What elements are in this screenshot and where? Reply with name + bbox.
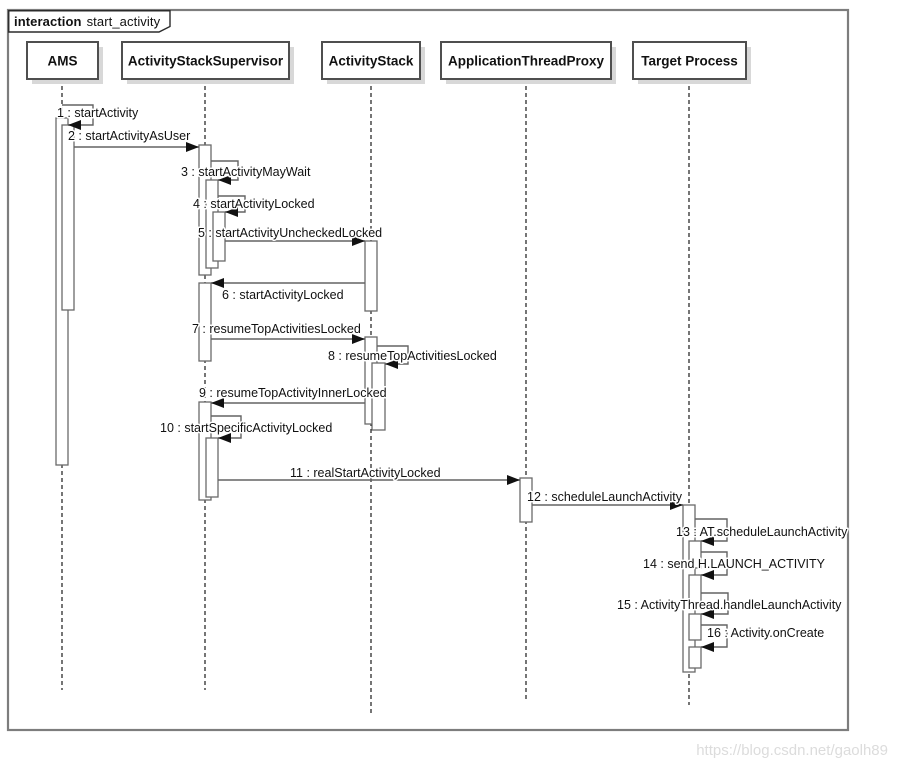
message-label-4: 4 : startActivityLocked <box>193 197 315 211</box>
message-arrowhead-icon-4 <box>225 207 238 217</box>
message-arrowhead-icon-15 <box>701 609 714 619</box>
activation-bar-target-3 <box>688 574 702 603</box>
activation-bar-stack-1 <box>364 240 378 312</box>
participant-box-activitystacksupervisor <box>121 41 290 80</box>
message-label-13: 13 : AT.scheduleLaunchActivity <box>676 525 848 539</box>
message-label-5: 5 : startActivityUncheckedLocked <box>198 226 382 240</box>
activation-bar-supervisor-4 <box>198 282 212 362</box>
frame-keyword: interaction <box>14 14 82 29</box>
message-label-15: 15 : ActivityThread.handleLaunchActivity <box>617 598 842 612</box>
participant-box-target-process <box>632 41 747 80</box>
message-arrowhead-icon-16 <box>701 642 714 652</box>
participant-label-applicationthreadproxy: ApplicationThreadProxy <box>448 54 605 69</box>
activation-bar-target-5 <box>688 646 702 669</box>
message-label-2: 2 : startActivityAsUser <box>68 129 190 143</box>
message-arrowhead-icon-9 <box>211 398 224 408</box>
message-arrowhead-icon-6 <box>211 278 224 288</box>
activation-bar-supervisor-6 <box>205 437 219 498</box>
activation-bar-ams-2 <box>61 124 75 311</box>
participant-box-activitystack <box>321 41 421 80</box>
message-label-3: 3 : startActivityMayWait <box>181 165 311 179</box>
interaction-frame-label: interaction start_activity <box>14 14 160 29</box>
message-arrowhead-icon-10 <box>218 433 231 443</box>
activation-bar-stack-3 <box>371 362 386 431</box>
participant-label-activitystack: ActivityStack <box>329 54 414 69</box>
watermark-text: https://blog.csdn.net/gaolh89 <box>696 742 888 759</box>
message-arrowhead-icon-13 <box>701 536 714 546</box>
participant-label-activitystacksupervisor: ActivityStackSupervisor <box>128 54 284 69</box>
message-label-16: 16 : Activity.onCreate <box>707 626 824 640</box>
activation-bar-target-2 <box>688 540 702 569</box>
message-arrowhead-icon-5 <box>352 236 365 246</box>
message-arrowhead-icon-11 <box>507 475 520 485</box>
participant-label-target-process: Target Process <box>641 54 738 69</box>
activation-bar-supervisor-3 <box>212 211 226 262</box>
activation-bar-target-4 <box>688 613 702 641</box>
message-label-11: 11 : realStartActivityLocked <box>290 466 441 480</box>
activation-bar-atproxy-1 <box>519 477 533 523</box>
message-label-12: 12 : scheduleLaunchActivity <box>527 490 683 504</box>
frame-border <box>6 8 850 732</box>
message-arrowhead-icon-2 <box>186 142 199 152</box>
frame-name: start_activity <box>86 14 161 29</box>
message-label-7: 7 : resumeTopActivitiesLocked <box>192 322 361 336</box>
message-label-9: 9 : resumeTopActivityInnerLocked <box>199 386 387 400</box>
message-arrowhead-icon-8 <box>385 359 398 369</box>
message-arrowhead-icon-3 <box>218 175 231 185</box>
message-arrowhead-icon-14 <box>701 570 714 580</box>
message-line-15 <box>701 592 729 615</box>
message-label-8: 8 : resumeTopActivitiesLocked <box>328 349 497 363</box>
participant-box-ams <box>26 41 99 80</box>
message-label-10: 10 : startSpecificActivityLocked <box>160 421 332 435</box>
message-arrowhead-icon-12 <box>670 500 683 510</box>
participant-box-applicationthreadproxy <box>440 41 612 80</box>
message-arrowhead-icon-1 <box>68 120 81 130</box>
message-label-6: 6 : startActivityLocked <box>222 288 344 302</box>
participant-label-ams: AMS <box>48 54 78 69</box>
message-label-14: 14 : send H.LAUNCH_ACTIVITY <box>643 557 826 571</box>
message-label-1: 1 : startActivity <box>57 106 139 120</box>
message-arrowhead-icon-7 <box>352 334 365 344</box>
interaction-frame-tab <box>8 10 171 33</box>
